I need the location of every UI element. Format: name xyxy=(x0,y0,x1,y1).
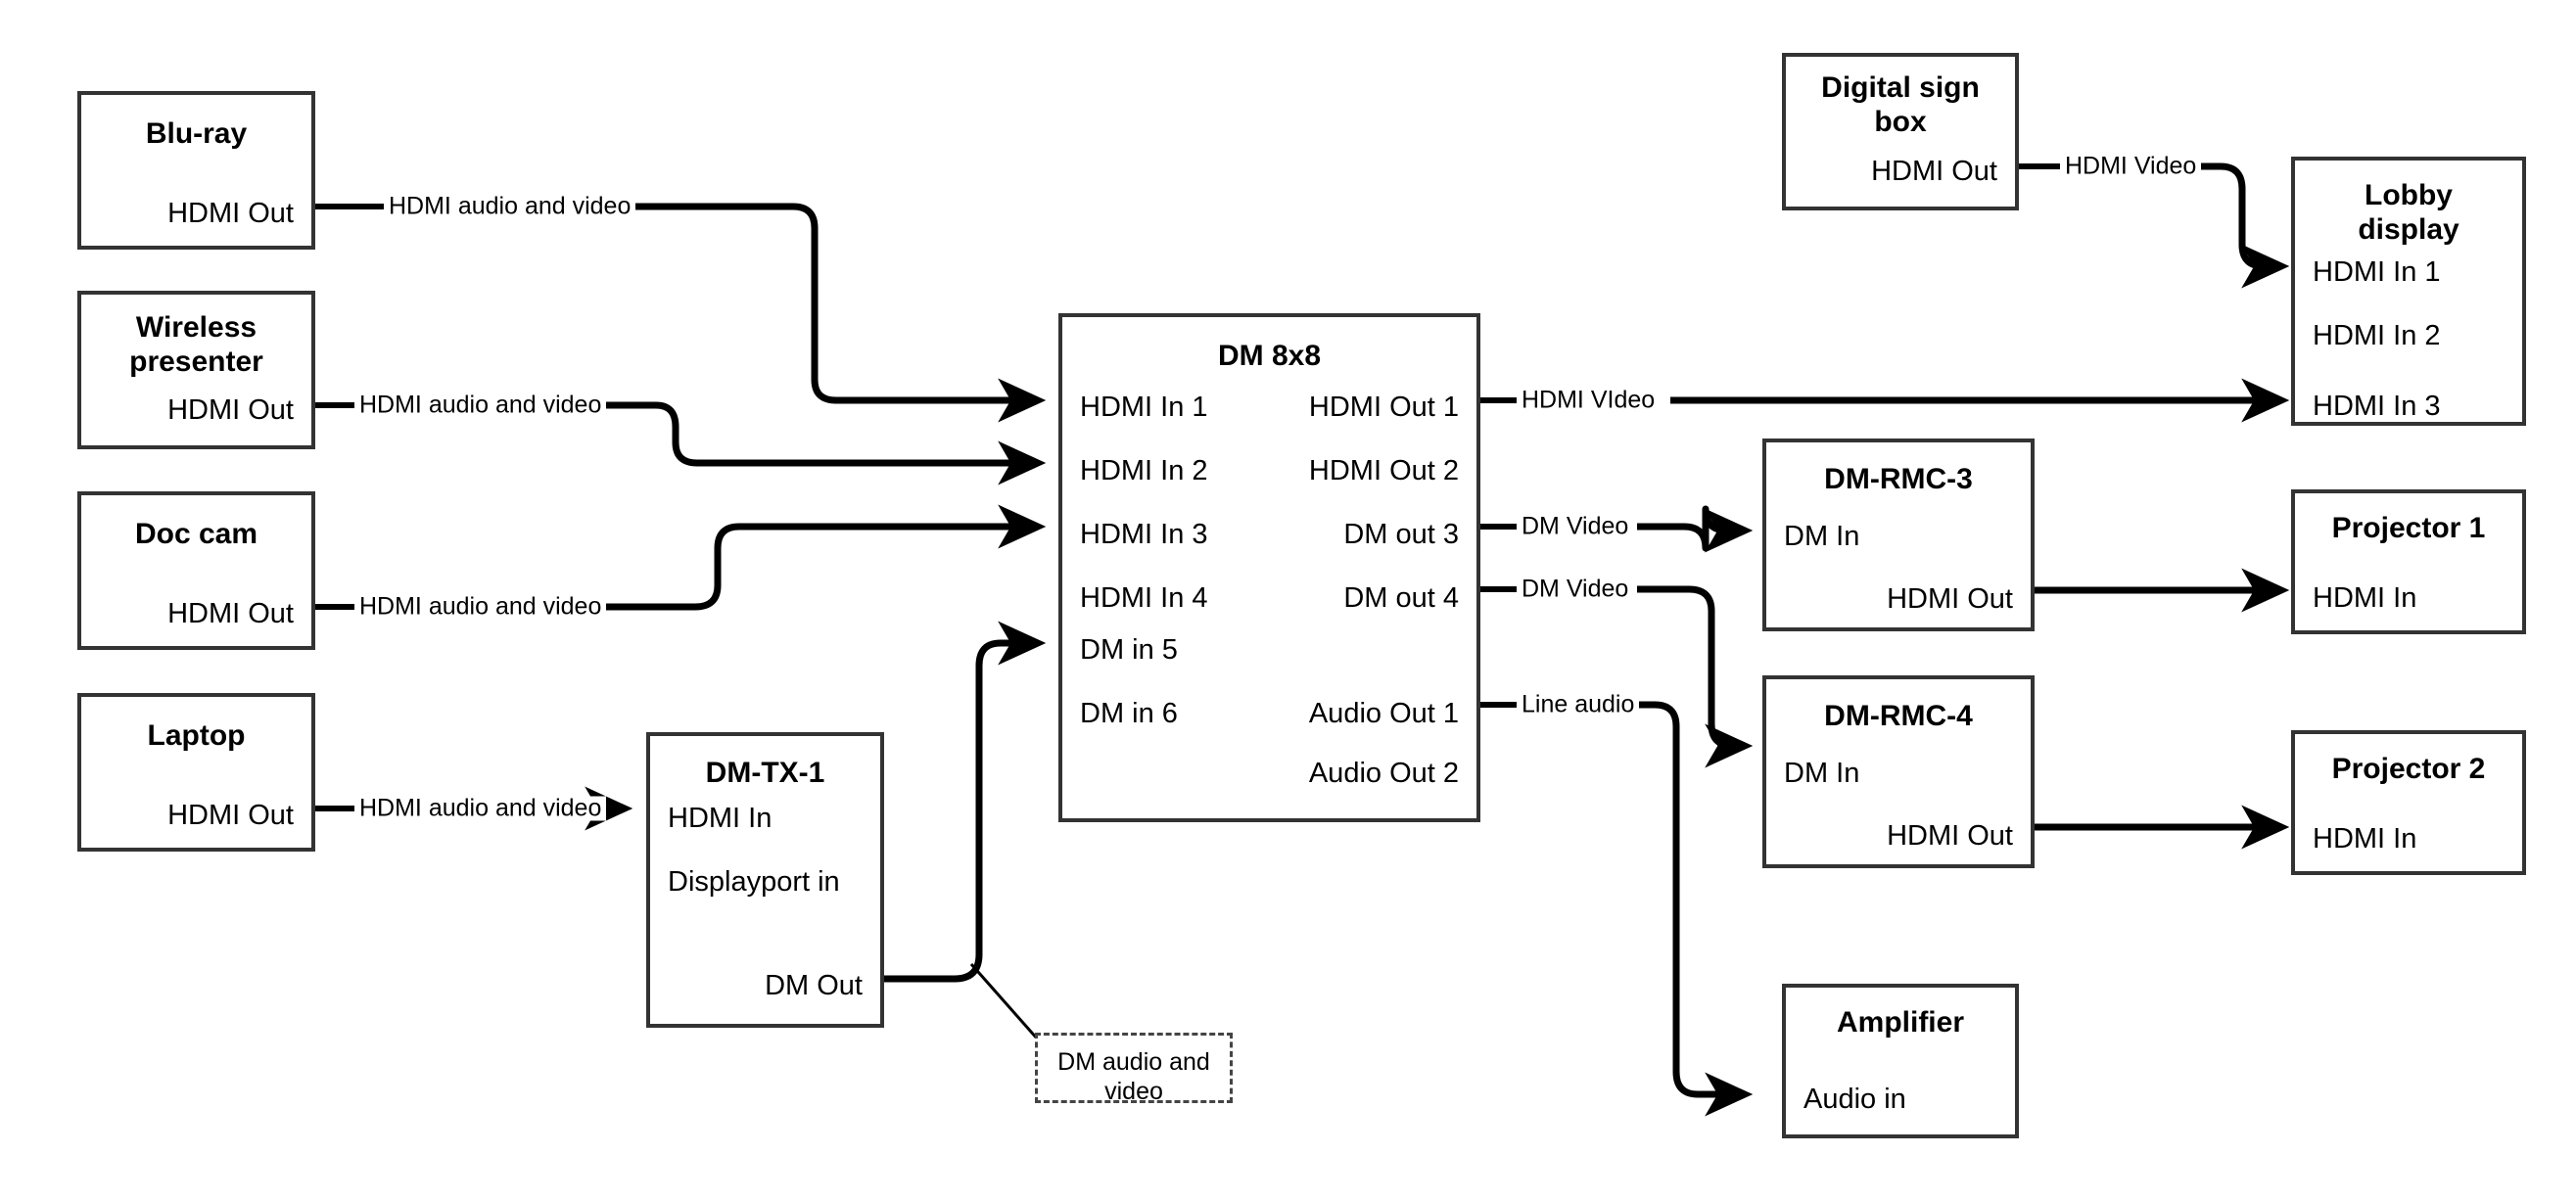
port-dm-8x8-audio-out-2[interactable]: Audio Out 2 xyxy=(1308,758,1459,789)
node-title-wireless-presenter-line2: presenter xyxy=(129,346,263,378)
node-title-dm-8x8: DM 8x8 xyxy=(1217,340,1322,372)
port-dm-8x8-hdmi-in-4[interactable]: HDMI In 4 xyxy=(1080,582,1208,614)
node-title-wireless-presenter-line1: Wireless xyxy=(135,311,258,344)
port-blu-ray-hdmi-out[interactable]: HDMI Out xyxy=(167,198,294,229)
wire-label-audio-out-1: Line audio xyxy=(1517,692,1640,717)
note-dm-audio-and-video-line1: DM audio and xyxy=(1057,1048,1210,1076)
node-title-dm-rmc-4: DM-RMC-4 xyxy=(1824,700,1973,732)
port-wireless-presenter-hdmi-out[interactable]: HDMI Out xyxy=(167,394,294,426)
port-lobby-display-hdmi-in-1[interactable]: HDMI In 1 xyxy=(2313,256,2441,288)
wire-label-dm-out-4: DM Video xyxy=(1517,577,1634,602)
port-dm-8x8-hdmi-in-3[interactable]: HDMI In 3 xyxy=(1080,519,1208,550)
node-dm-tx-1[interactable]: DM-TX-1 HDMI In Displayport in DM Out xyxy=(646,732,884,1028)
port-dm-tx-1-displayport-in[interactable]: Displayport in xyxy=(668,866,840,898)
node-laptop[interactable]: Laptop HDMI Out xyxy=(77,693,315,852)
node-digital-sign-box[interactable]: Digital sign box HDMI Out xyxy=(1782,53,2019,210)
node-title-laptop: Laptop xyxy=(147,719,246,752)
node-title-doc-cam: Doc cam xyxy=(134,518,258,550)
node-title-lobby-display-line1: Lobby xyxy=(2365,179,2453,211)
node-dm-8x8[interactable]: DM 8x8 HDMI In 1 HDMI In 2 HDMI In 3 HDM… xyxy=(1058,313,1480,822)
node-title-projector-1: Projector 1 xyxy=(2331,512,2486,544)
port-dm-8x8-hdmi-out-2[interactable]: HDMI Out 2 xyxy=(1308,455,1459,486)
port-dm-8x8-audio-out-1[interactable]: Audio Out 1 xyxy=(1308,698,1459,729)
port-doc-cam-hdmi-out[interactable]: HDMI Out xyxy=(167,598,294,629)
port-dm-8x8-dm-in-6[interactable]: DM in 6 xyxy=(1080,698,1178,729)
node-projector-2[interactable]: Projector 2 HDMI In xyxy=(2291,730,2526,875)
node-amplifier[interactable]: Amplifier Audio in xyxy=(1782,984,2019,1138)
wire-label-hdmi-out-1: HDMI VIdeo xyxy=(1517,388,1661,413)
port-dm-8x8-hdmi-out-1[interactable]: HDMI Out 1 xyxy=(1308,392,1459,423)
port-lobby-display-hdmi-in-2[interactable]: HDMI In 2 xyxy=(2313,320,2441,351)
port-projector-1-hdmi-in[interactable]: HDMI In xyxy=(2313,582,2417,614)
note-dm-audio-and-video-line2: video xyxy=(1104,1078,1163,1105)
port-dm-rmc-4-dm-in[interactable]: DM In xyxy=(1784,758,1860,789)
node-dm-rmc-4[interactable]: DM-RMC-4 DM In HDMI Out xyxy=(1762,675,2035,868)
node-title-digital-sign-box-line2: box xyxy=(1874,106,1927,138)
port-dm-8x8-hdmi-in-1[interactable]: HDMI In 1 xyxy=(1080,392,1208,423)
port-lobby-display-hdmi-in-3[interactable]: HDMI In 3 xyxy=(2313,391,2441,422)
node-blu-ray[interactable]: Blu-ray HDMI Out xyxy=(77,91,315,250)
port-dm-8x8-dm-out-4[interactable]: DM out 4 xyxy=(1343,582,1459,614)
port-dm-8x8-dm-out-3[interactable]: DM out 3 xyxy=(1343,519,1459,550)
node-title-lobby-display-line2: display xyxy=(2358,213,2459,246)
port-amplifier-audio-in[interactable]: Audio in xyxy=(1803,1084,1906,1115)
wire-label-dm-out-3: DM Video xyxy=(1517,514,1634,539)
port-dm-tx-1-dm-out[interactable]: DM Out xyxy=(765,970,863,1001)
node-title-dm-tx-1: DM-TX-1 xyxy=(705,757,825,789)
wire-label-doccam-hdmi: HDMI audio and video xyxy=(354,594,607,620)
port-dm-tx-1-hdmi-in[interactable]: HDMI In xyxy=(668,803,773,834)
node-title-blu-ray: Blu-ray xyxy=(145,117,248,150)
node-wireless-presenter[interactable]: Wireless presenter HDMI Out xyxy=(77,291,315,449)
port-dm-8x8-hdmi-in-2[interactable]: HDMI In 2 xyxy=(1080,455,1208,486)
port-digital-sign-box-hdmi-out[interactable]: HDMI Out xyxy=(1871,156,1997,187)
node-dm-rmc-3[interactable]: DM-RMC-3 DM In HDMI Out xyxy=(1762,439,2035,631)
node-title-digital-sign-box-line1: Digital sign xyxy=(1821,71,1980,104)
wire-label-wireless-hdmi: HDMI audio and video xyxy=(354,393,607,418)
node-title-dm-rmc-3: DM-RMC-3 xyxy=(1824,463,1973,495)
node-doc-cam[interactable]: Doc cam HDMI Out xyxy=(77,491,315,650)
port-projector-2-hdmi-in[interactable]: HDMI In xyxy=(2313,823,2417,855)
wire-label-sign-to-lobby: HDMI Video xyxy=(2060,154,2202,179)
node-projector-1[interactable]: Projector 1 HDMI In xyxy=(2291,489,2526,634)
node-title-projector-2: Projector 2 xyxy=(2331,753,2486,785)
wire-label-bluray-hdmi: HDMI audio and video xyxy=(384,194,636,219)
node-title-amplifier: Amplifier xyxy=(1836,1006,1965,1039)
node-lobby-display[interactable]: Lobby display HDMI In 1 HDMI In 2 HDMI I… xyxy=(2291,157,2526,426)
wire-label-laptop-hdmi: HDMI audio and video xyxy=(354,796,607,821)
port-dm-8x8-dm-in-5[interactable]: DM in 5 xyxy=(1080,634,1178,666)
port-dm-rmc-3-hdmi-out[interactable]: HDMI Out xyxy=(1887,583,2013,615)
note-dm-audio-and-video: DM audio and video xyxy=(1035,1033,1233,1105)
port-dm-rmc-4-hdmi-out[interactable]: HDMI Out xyxy=(1887,820,2013,852)
port-laptop-hdmi-out[interactable]: HDMI Out xyxy=(167,800,294,831)
port-dm-rmc-3-dm-in[interactable]: DM In xyxy=(1784,521,1860,552)
